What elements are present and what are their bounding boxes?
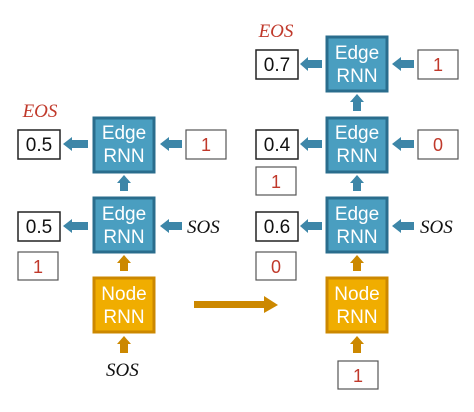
right-mid-input-value: 0: [433, 135, 443, 155]
left-eos-label: EOS: [22, 101, 58, 122]
right-top-output-box: [255, 49, 299, 80]
left-bottom-sample-value: 1: [33, 257, 43, 277]
right-node-up-arrow-icon: [350, 255, 364, 271]
right-edge-up-arrow-2-icon: [350, 175, 364, 191]
left-edge-up-arrow-icon: [117, 175, 131, 191]
right-mid-sample-value: 1: [271, 172, 281, 192]
right-mid-output-arrow-icon: [300, 137, 322, 151]
left-bottom-output-arrow-icon: [63, 219, 88, 233]
right-edge-rnn-mid-line2: RNN: [336, 146, 377, 167]
left-top-output-arrow-icon: [63, 137, 88, 151]
right-top-output-value: 0.7: [264, 55, 290, 76]
left-top-input-value: 1: [201, 135, 211, 155]
right-edge-rnn-mid-box: [325, 116, 389, 174]
left-node-up-arrow-icon: [117, 255, 131, 271]
right-edge-rnn-top-line2: RNN: [336, 66, 377, 87]
right-bottom-input-arrow-icon: [392, 219, 414, 233]
left-edge-rnn-top-line2: RNN: [103, 146, 144, 167]
right-edge-sos-token: SOS: [420, 217, 453, 238]
right-bottom-sample-value: 0: [271, 257, 281, 277]
right-arrow-icon: [194, 296, 278, 313]
left-node-input-arrow-icon: [117, 336, 131, 353]
left-node-rnn-box: [92, 276, 156, 334]
right-top-input-box: [417, 49, 459, 80]
right-node-input-value: 1: [353, 366, 363, 386]
left-edge-rnn-bottom: Edge RNN: [92, 196, 156, 254]
left-bottom-input-arrow-icon: [160, 219, 182, 233]
right-node-rnn-box: [325, 276, 389, 334]
right-top-output-arrow-icon: [300, 57, 322, 71]
right-edge-rnn-bottom-box: [325, 196, 389, 254]
right-mid-sample-box: [255, 166, 297, 196]
left-node-sos-token: SOS: [106, 360, 139, 381]
right-node-rnn-line2: RNN: [336, 307, 377, 328]
left-bottom-output-value: 0.5: [26, 217, 52, 238]
right-top-input-value: 1: [433, 55, 443, 75]
right-eos-label: EOS: [258, 21, 294, 42]
left-edge-rnn-bottom-box: [92, 196, 156, 254]
right-bottom-sample-box: [255, 251, 297, 281]
right-node-input-arrow-icon: [350, 336, 364, 353]
right-bottom-output-arrow-icon: [300, 219, 322, 233]
right-edge-rnn-top-box: [325, 35, 389, 93]
right-node-rnn-line1: Node: [334, 284, 379, 305]
left-node-rnn-line1: Node: [101, 284, 146, 305]
right-edge-rnn-top: Edge RNN: [325, 35, 389, 93]
right-edge-rnn-bottom-line2: RNN: [336, 227, 377, 248]
left-bottom-output-box: [17, 211, 61, 242]
right-edge-rnn-top-line1: Edge: [335, 43, 379, 64]
left-bottom-sample-box: [17, 251, 59, 281]
left-node-rnn-line2: RNN: [103, 307, 144, 328]
left-top-output-box: [17, 129, 61, 160]
left-edge-rnn-top-line1: Edge: [102, 123, 146, 144]
left-top-input-box: [185, 129, 227, 160]
right-bottom-output-box: [255, 211, 299, 242]
right-mid-input-box: [417, 129, 459, 160]
left-edge-sos-token: SOS: [187, 217, 220, 238]
right-bottom-output-value: 0.6: [264, 217, 290, 238]
right-edge-rnn-bottom: Edge RNN: [325, 196, 389, 254]
right-node-rnn: Node RNN: [325, 276, 389, 334]
left-edge-rnn-top: Edge RNN: [92, 116, 156, 174]
right-edge-rnn-bottom-line1: Edge: [335, 204, 379, 225]
right-mid-output-box: [255, 129, 299, 160]
left-top-output-value: 0.5: [26, 135, 52, 156]
left-node-rnn: Node RNN: [92, 276, 156, 334]
left-edge-rnn-bottom-line2: RNN: [103, 227, 144, 248]
right-mid-input-arrow-icon: [392, 137, 414, 151]
left-top-input-arrow-icon: [160, 137, 182, 151]
right-edge-rnn-mid-line1: Edge: [335, 123, 379, 144]
left-edge-rnn-top-box: [92, 116, 156, 174]
right-mid-output-value: 0.4: [264, 135, 291, 156]
right-edge-up-arrow-1-icon: [350, 94, 364, 111]
left-edge-rnn-bottom-line1: Edge: [102, 204, 146, 225]
right-node-input-box: [337, 360, 379, 390]
right-top-input-arrow-icon: [392, 57, 414, 71]
right-edge-rnn-mid: Edge RNN: [325, 116, 389, 174]
